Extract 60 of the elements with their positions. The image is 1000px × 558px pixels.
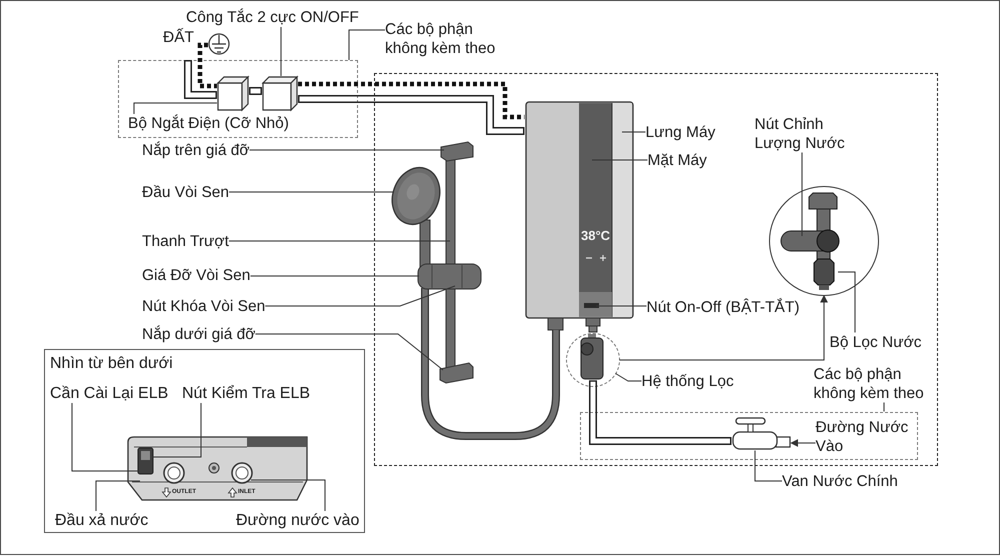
part-label: Đường nước vào (236, 511, 360, 530)
leader-line (152, 402, 202, 458)
temperature-display: 38°C (581, 229, 610, 244)
leader-line (264, 286, 456, 306)
panel-heading: Nhìn từ bên dưới (50, 354, 173, 373)
dashed-boundary (374, 73, 938, 466)
water-valve (732, 416, 792, 450)
part-label: Đầu xả nước (55, 511, 148, 530)
water-pipe (589, 380, 732, 445)
leader-line (72, 402, 140, 472)
dashed-highlight-circle (566, 332, 620, 386)
ground-symbol-icon (208, 33, 231, 56)
part-label: Các bộ phận không kèm theo (814, 364, 926, 402)
part-label: Cần Cài Lại ELB (50, 384, 168, 403)
bottom-view-panel (44, 349, 365, 533)
magnified-view-circle (768, 186, 878, 296)
part-label: Giá Đỡ Vòi Sen (142, 266, 250, 285)
power-wire (298, 95, 524, 135)
part-label: Van Nước Chính (782, 472, 898, 491)
power-wire (184, 60, 217, 99)
leader-line (280, 26, 282, 76)
part-label: Lưng Máy (646, 122, 716, 142)
part-label: Nút Chỉnh Lượng Nước (754, 114, 846, 152)
leader-line (615, 373, 642, 382)
part-label: Thanh Trượt (142, 232, 229, 251)
arrow (619, 294, 828, 360)
leader-line (838, 272, 856, 333)
part-label: Đầu Vòi Sen (142, 183, 230, 202)
part-label: Bộ Ngắt Điện (Cỡ Nhỏ) (128, 114, 289, 133)
power-switch (262, 76, 298, 111)
leader-line (96, 480, 140, 512)
part-label: Bộ Lọc Nước (830, 332, 922, 352)
heater-bottom-view (126, 435, 310, 502)
part-label: Nút On-Off (BẬT-TẮT) (646, 298, 800, 316)
dashed-boundary (580, 412, 918, 460)
ground-wire (198, 42, 217, 88)
dashed-boundary (118, 60, 358, 138)
water-heater (524, 100, 634, 332)
water-filter (580, 334, 604, 380)
part-label: Nắp trên giá đỡ (142, 141, 250, 160)
leader-line (250, 480, 326, 512)
leader-line (254, 334, 444, 370)
leader-line (228, 240, 450, 242)
part-label: Đường Nước Vào (816, 418, 910, 456)
shower-set (390, 140, 562, 442)
part-label: Nắp dưới giá đỡ (142, 325, 256, 344)
leader-line (348, 30, 386, 60)
part-label: Các bộ phận không kèm theo (385, 20, 497, 58)
part-label: Mặt Máy (648, 150, 707, 170)
part-label: Công Tắc 2 cực ON/OFF (186, 8, 359, 27)
arrow (790, 439, 816, 447)
part-label: Nút Kiểm Tra ELB (182, 384, 310, 403)
cable-connector (249, 87, 262, 95)
part-label: Nút Khóa Vòi Sen (142, 297, 266, 316)
leader-line (754, 450, 782, 482)
part-label: Hệ thống Lọc (642, 372, 734, 390)
leader-line (134, 102, 218, 114)
circuit-breaker (217, 76, 249, 111)
power-cable (298, 82, 524, 120)
part-label: ĐẤT (163, 29, 194, 47)
